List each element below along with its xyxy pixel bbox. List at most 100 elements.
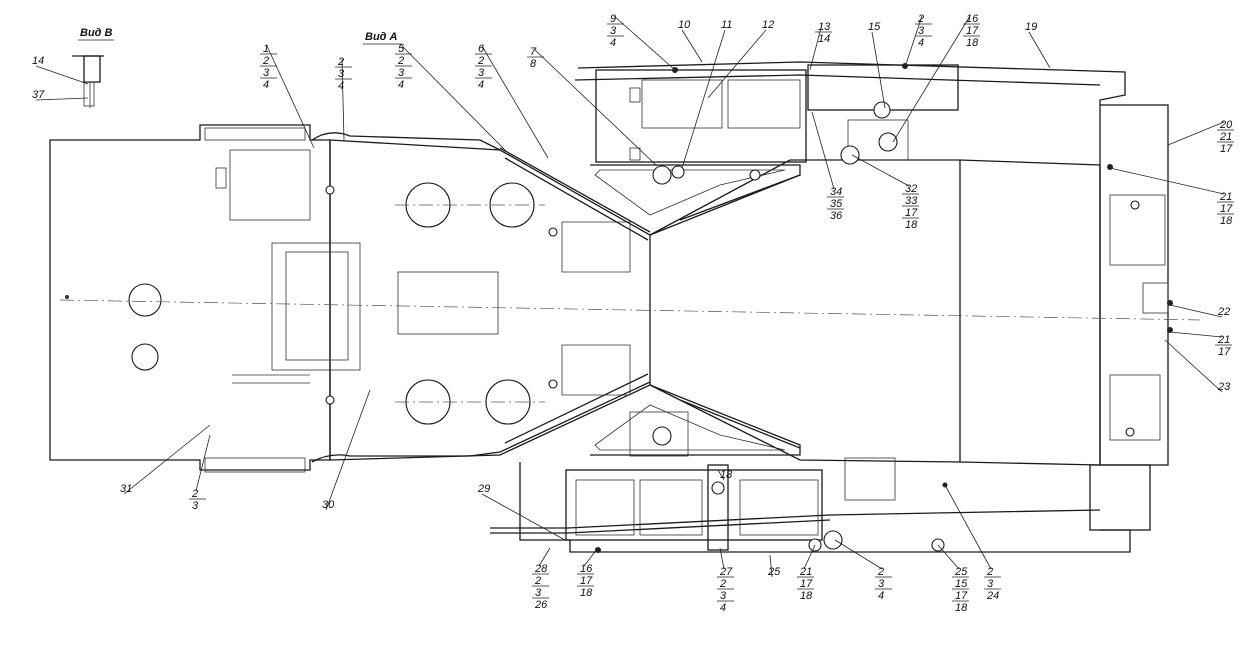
callout-number: 17 — [800, 578, 813, 590]
callout-leader — [707, 29, 767, 99]
side-rails — [311, 132, 651, 463]
view-a-title: Вид А — [365, 31, 398, 43]
callout-leader — [851, 154, 910, 187]
callout-leader — [1028, 31, 1051, 69]
callout-number: 31 — [120, 483, 132, 495]
callout-leader — [538, 547, 551, 567]
callout-number: 3 — [192, 500, 199, 512]
callout-number: 12 — [762, 19, 774, 31]
callout-c-view-b-37: 37 — [32, 89, 89, 101]
callout-number: 17 — [966, 25, 979, 37]
callout-leader — [811, 111, 835, 190]
callout-number: 18 — [955, 602, 968, 614]
callout-leader — [944, 484, 992, 570]
callout-number: 26 — [534, 599, 548, 611]
callout-number: 10 — [678, 19, 691, 31]
callout-number: 32 — [905, 183, 917, 195]
callout-number: 2 — [986, 566, 993, 578]
callout-leader — [1169, 331, 1223, 338]
callout-number: 3 — [478, 67, 485, 79]
callout-leader — [35, 65, 89, 85]
callout-number: 15 — [868, 21, 881, 33]
callout-number: 4 — [263, 79, 269, 91]
callout-number: 2 — [917, 13, 924, 25]
callout-number: 22 — [1217, 306, 1230, 318]
callout-number: 28 — [534, 563, 548, 575]
callout-number: 17 — [905, 207, 918, 219]
callout-number: 21 — [1219, 131, 1232, 143]
callout-number: 16 — [966, 13, 979, 25]
callout-number: 17 — [580, 575, 593, 587]
callout-leader — [613, 15, 676, 71]
callout-c-top-2b: 234 — [905, 13, 932, 65]
callout-number: 4 — [720, 602, 726, 614]
callout-c-bot-18: 18 — [717, 469, 733, 481]
callout-number: 2 — [397, 55, 404, 67]
callout-number: 18 — [720, 469, 733, 481]
callout-number: 2 — [719, 578, 726, 590]
left-frame-section — [49, 124, 331, 473]
callout-number: 3 — [918, 25, 925, 37]
callout-number: 6 — [478, 43, 485, 55]
callout-c-bot-31: 31 — [120, 424, 211, 495]
callout-c-top-2a: 234 — [335, 56, 352, 141]
callout-number: 25 — [954, 566, 968, 578]
callout-number: 4 — [918, 37, 924, 49]
callout-number: 3 — [987, 578, 994, 590]
callout-number: 15 — [955, 578, 968, 590]
callout-number: 35 — [830, 198, 843, 210]
callout-leader — [719, 547, 725, 570]
callout-c-top-10: 10 — [678, 19, 703, 63]
callout-number: 11 — [721, 19, 732, 31]
callout-number: 5 — [398, 43, 405, 55]
callout-leader — [195, 434, 211, 492]
callout-leader — [803, 544, 816, 570]
callout-c-bot-2: 23 — [189, 434, 211, 512]
callout-leader — [834, 539, 883, 570]
callout-number: 17 — [955, 590, 968, 602]
callout-c-bot-29: 29 — [477, 483, 566, 541]
callout-leader — [769, 554, 773, 578]
callout-number: 17 — [1220, 143, 1233, 155]
callout-number: 27 — [719, 566, 733, 578]
callout-number: 37 — [32, 89, 45, 101]
right-frame-section — [590, 159, 1101, 466]
callout-leader — [892, 15, 971, 143]
callout-number: 18 — [905, 219, 918, 231]
callout-number: 17 — [1218, 346, 1231, 358]
callout-number: 21 — [1219, 191, 1232, 203]
callout-number: 4 — [610, 37, 616, 49]
callout-number: 21 — [799, 566, 812, 578]
view-b-title: Вид В — [80, 27, 113, 39]
callout-number: 3 — [338, 68, 345, 80]
callout-number: 2 — [262, 55, 269, 67]
callout-c-right-23: 23 — [1164, 339, 1231, 393]
callout-leader — [401, 45, 506, 151]
callout-number: 8 — [530, 58, 537, 70]
callout-leader — [717, 469, 725, 481]
callout-number: 13 — [818, 21, 831, 33]
callout-c-top-11: 11 — [681, 19, 732, 169]
bottom-bracket-rail — [490, 411, 1131, 553]
callout-number: 9 — [610, 13, 616, 25]
callout-c-view-b-14: 14 — [32, 55, 89, 85]
callout-number: 4 — [398, 79, 404, 91]
callout-c-bot-25a: 25 — [767, 554, 781, 578]
callout-leader — [681, 29, 726, 169]
callout-number: 3 — [263, 67, 270, 79]
callout-c-top-5: 52 3 4 — [395, 43, 506, 151]
callout-number: 18 — [1220, 215, 1233, 227]
callout-c-top-9: 934 — [607, 13, 676, 71]
callout-number: 19 — [1025, 21, 1037, 33]
centerline — [59, 299, 1201, 321]
